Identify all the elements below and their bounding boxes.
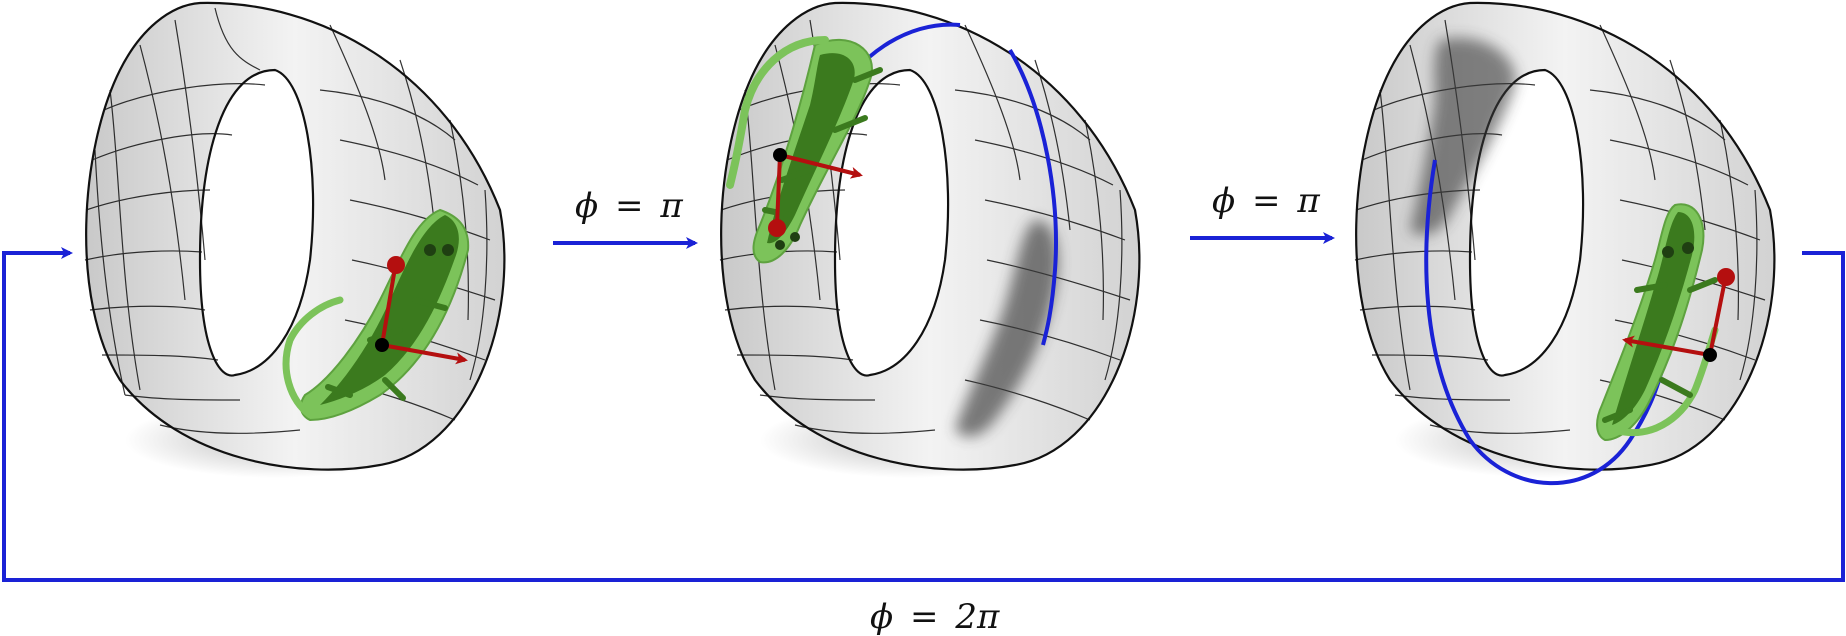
label-phi-loop: ϕ — [870, 597, 893, 636]
label-phi-2: ϕ — [1212, 181, 1235, 221]
ring-3-ghost-lizard — [1410, 37, 1516, 235]
lizard-3-legs — [1602, 277, 1718, 423]
loop-arrow-line — [2, 247, 1845, 582]
lizard-3-eye-left — [1662, 246, 1674, 258]
frame-1-origin — [375, 338, 389, 352]
transition-arrow-1: ϕ = π — [553, 186, 698, 249]
lizard-1-tail — [282, 296, 344, 419]
ring-3-band — [1355, 1, 1776, 471]
label-eq-1: = — [615, 186, 644, 226]
lizard-3-back — [1612, 212, 1695, 425]
lizard-1-eye-left — [424, 244, 436, 256]
transition-arrow-2: ϕ = π — [1190, 181, 1335, 244]
lizard-2-back — [767, 53, 855, 244]
label-eq-loop: = — [910, 597, 939, 636]
lizard-3 — [1596, 203, 1719, 442]
lizard-2-eye-left — [775, 240, 785, 250]
orientation-frame-3 — [1622, 268, 1735, 362]
label-phi-1: ϕ — [575, 186, 598, 226]
ring-2 — [719, 1, 1141, 478]
frame-1-tip — [387, 256, 405, 274]
svg-text:ϕ = π: ϕ = π — [575, 186, 683, 226]
label-val-1: π — [659, 186, 683, 226]
lizard-2-eye-right — [790, 232, 800, 242]
frame-3-origin — [1703, 348, 1717, 362]
label-eq-2: = — [1252, 181, 1281, 221]
frame-2-origin — [773, 148, 787, 162]
lizard-2-legs — [762, 67, 883, 218]
svg-text:ϕ = 2π: ϕ = 2π — [870, 597, 1000, 636]
orientation-frame-1 — [375, 256, 468, 365]
lizard-2-tail — [726, 36, 829, 189]
label-val-loop: 2π — [954, 597, 1000, 636]
ring-2-ghost-lizard — [955, 220, 1059, 437]
ring-2-blue-path — [1008, 48, 1058, 346]
orientation-frame-2 — [768, 148, 863, 237]
frame-2-tip — [768, 219, 786, 237]
label-val-2: π — [1296, 181, 1320, 221]
loop-arrow: ϕ = 2π — [2, 247, 1845, 636]
ring-3 — [1354, 1, 1776, 486]
lizard-3-eye-right — [1682, 242, 1694, 254]
svg-text:ϕ = π: ϕ = π — [1212, 181, 1320, 221]
frame-3-tip — [1717, 268, 1735, 286]
ring-1 — [84, 1, 506, 478]
ring-3-blue-path — [1424, 159, 1675, 486]
lizard-1-eye-right — [442, 244, 454, 256]
